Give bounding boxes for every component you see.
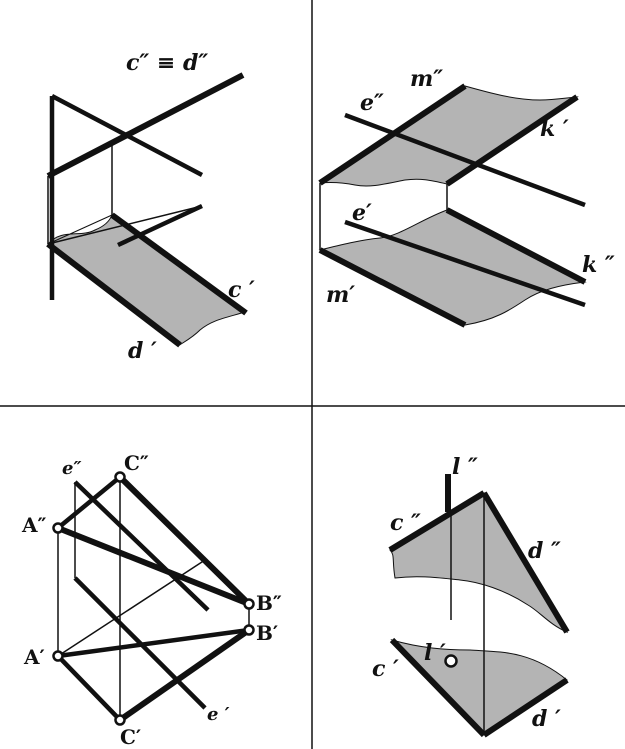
label-B-prime: B′ [256, 621, 278, 645]
panel3-point-B-double-prime [243, 598, 255, 610]
panel4-plane-lower [390, 639, 568, 736]
label-l-double-prime: l ″ [452, 454, 478, 480]
label-C-prime: C′ [120, 725, 141, 749]
label-B-double-prime: B″ [256, 591, 282, 615]
label-c-prime: c ′ [228, 277, 255, 303]
panel2-line-k-double-prime [445, 207, 587, 285]
panel3-side-CB-top [117, 474, 252, 607]
label-e-double-prime: e″ [62, 458, 82, 479]
label-c-double-prime: c ″ [390, 510, 421, 536]
panel1-line-d-prime [46, 241, 182, 348]
panel4-line-d-double-prime [481, 491, 570, 634]
panel3-side-AC-bottom [56, 654, 122, 722]
panel3-side-AC-top [56, 475, 122, 530]
panel3-point-C-prime [114, 714, 126, 726]
panel-3: e″ C″ A″ B″ B′ A′ C′ e ′ [21, 451, 282, 749]
panel3-point-A-double-prime [52, 522, 64, 534]
panel3-side-AB-top [56, 525, 251, 607]
panel3-point-C-double-prime [114, 471, 126, 483]
label-e-prime: e ′ [207, 704, 230, 725]
label-e-double-prime: e″ [360, 90, 384, 116]
panel-4: l ″ c ″ d ″ l ′ c ′ d ′ [372, 454, 570, 738]
panel2-line-e-double-prime [344, 112, 586, 208]
panel4-line-c-double-prime [388, 490, 486, 553]
label-d-double-prime: d ″ [528, 538, 561, 564]
panel4-line-d-prime [482, 677, 569, 738]
label-A-double-prime: A″ [21, 513, 47, 537]
panel3-point-B-prime [243, 624, 255, 636]
panel-1: c″ ≡ d″ c ′ d ′ [46, 50, 255, 364]
label-d-prime: d ′ [532, 706, 561, 732]
panel3-side-CB-bottom [118, 627, 251, 723]
label-l-prime: l ′ [424, 640, 446, 666]
label-c-prime: c ′ [372, 656, 399, 682]
panel3-line-e-double-prime [73, 480, 210, 612]
label-C-double-prime: C″ [124, 451, 149, 475]
panel4-point-l-prime [444, 654, 458, 668]
panel3-diag-thin [57, 559, 206, 657]
label-d-prime: d ′ [128, 338, 157, 364]
panel2-line-k-prime [445, 94, 579, 187]
label-k-prime: k ′ [540, 116, 569, 142]
label-m-double-prime: m″ [410, 66, 443, 92]
label-e-prime: e′ [352, 200, 372, 226]
panel3-side-AB-bottom [57, 627, 250, 659]
panel3-point-A-prime [52, 650, 64, 662]
panel2-line-m-prime [318, 247, 467, 328]
panel1-line-c-prime [110, 212, 248, 316]
panel2-line-e-prime [344, 219, 586, 308]
label-A-prime: A′ [23, 645, 45, 669]
panel1-line-back [117, 203, 203, 248]
panel4-plane-upper [389, 492, 569, 634]
label-c-equiv-d: c″ ≡ d″ [126, 50, 208, 76]
panel4-line-c-prime [389, 637, 487, 738]
label-m-prime: m′ [326, 282, 355, 308]
panel2-plane-upper [319, 85, 579, 187]
label-k-double-prime: k ″ [582, 252, 615, 278]
panel-2: m″ e″ k ′ e′ k ″ m′ [318, 66, 615, 328]
panel1-plane-lower [47, 214, 247, 347]
panel1-line-cd-double-prime [46, 72, 245, 179]
